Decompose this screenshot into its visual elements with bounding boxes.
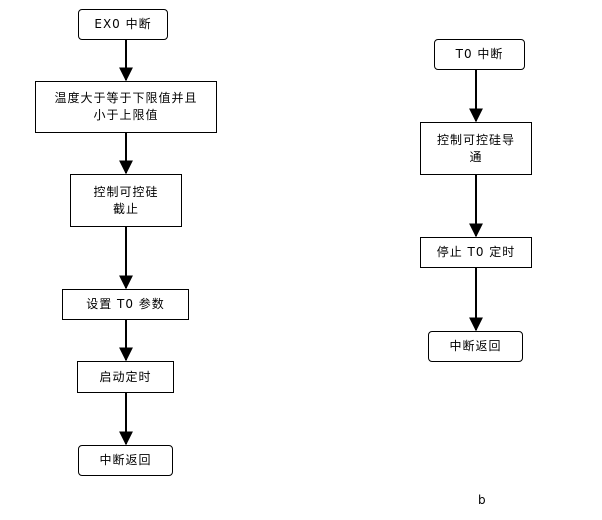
right-interrupt-return: 中断返回 bbox=[428, 331, 523, 362]
thyristor-off-step: 控制可控硅 截止 bbox=[70, 174, 182, 227]
left-interrupt-return: 中断返回 bbox=[78, 445, 173, 476]
start-timer-step: 启动定时 bbox=[77, 361, 174, 393]
figure-caption: b bbox=[478, 493, 486, 507]
temperature-range-check: 温度大于等于下限值并且 小于上限值 bbox=[35, 81, 217, 133]
ex0-interrupt-start: EX0 中断 bbox=[78, 9, 168, 40]
thyristor-on-step: 控制可控硅导 通 bbox=[420, 122, 532, 175]
stop-t0-timer-step: 停止 T0 定时 bbox=[420, 237, 532, 268]
set-t0-params-step: 设置 T0 参数 bbox=[62, 289, 189, 320]
t0-interrupt-start: T0 中断 bbox=[434, 39, 525, 70]
